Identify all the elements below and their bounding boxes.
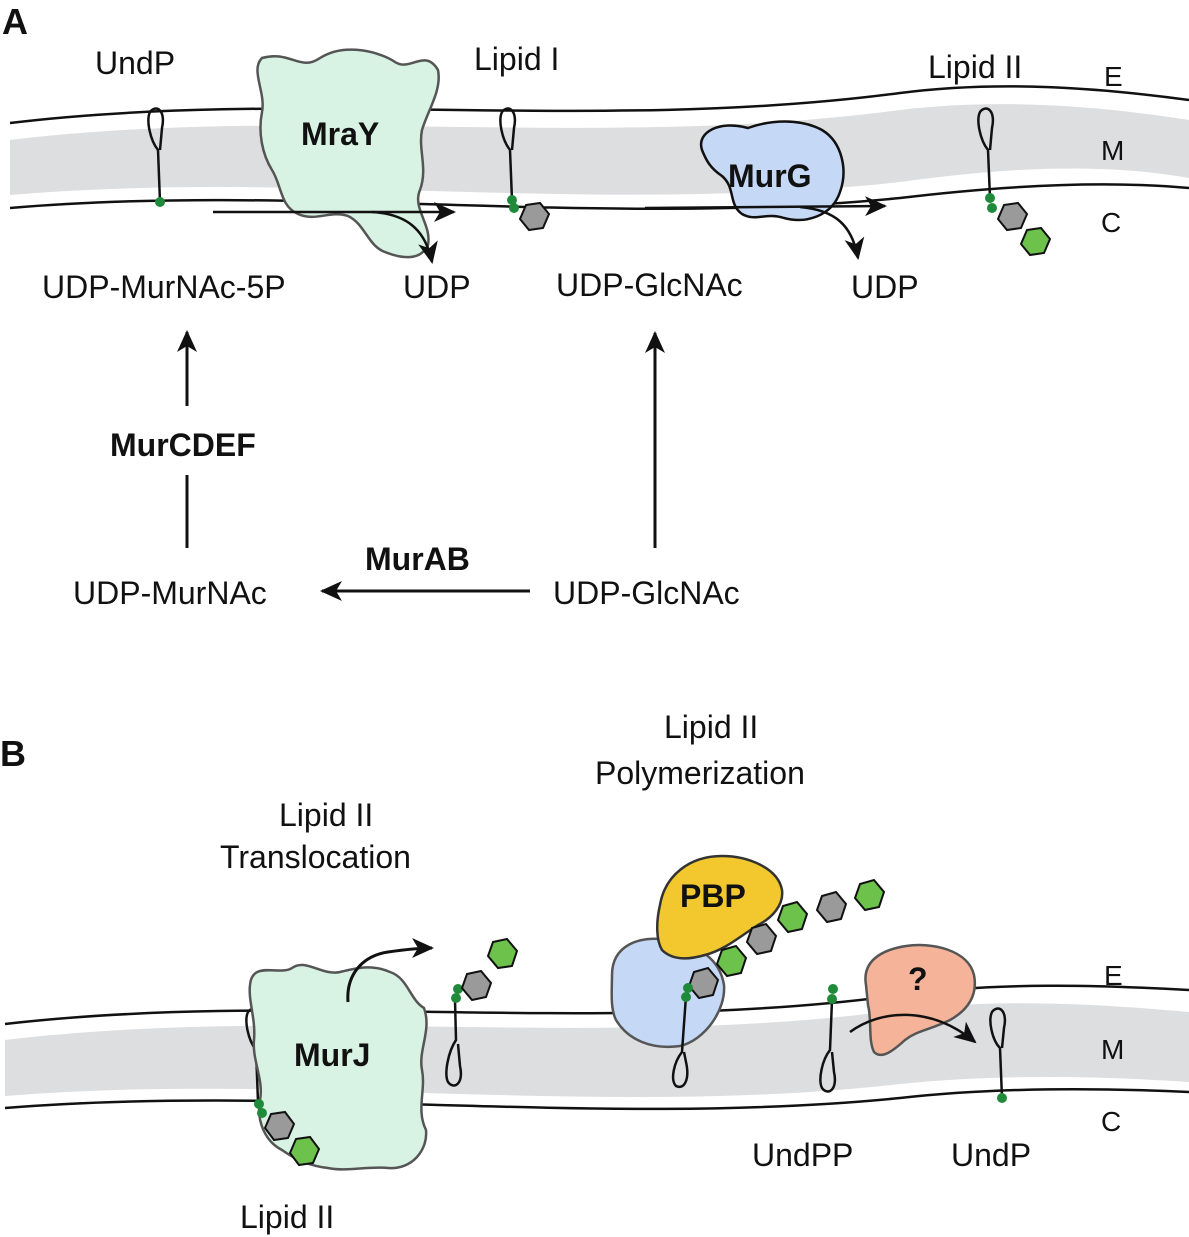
polymerizing-lipid (671, 983, 693, 1089)
glycan-chain (687, 878, 886, 1000)
side-m-label-b: M (1101, 1034, 1124, 1065)
lipid-ii (977, 107, 997, 213)
undpp-lipid (819, 984, 838, 1093)
undpp-label: UndPP (752, 1137, 853, 1173)
murg-protein (699, 120, 845, 222)
murnac-sugar (263, 1110, 296, 1142)
murcdef-label: MurCDEF (110, 427, 256, 463)
pbp-protein (656, 854, 784, 960)
mray-label: MraY (301, 116, 379, 152)
undp-label-b: UndP (951, 1137, 1031, 1173)
udp-label-1: UDP (403, 269, 471, 305)
undp-label: UndP (95, 45, 175, 81)
undp-lipid-b (989, 1007, 1007, 1103)
pbp-partner-protein (610, 937, 726, 1049)
side-c-label: C (1101, 207, 1121, 238)
lipid-i (499, 107, 519, 213)
mray-protein (256, 48, 440, 259)
murnac-sugar (460, 969, 493, 1002)
lipid-head (254, 1099, 264, 1109)
lipid-ii-label: Lipid II (928, 49, 1022, 85)
pbp-label: PBP (680, 878, 746, 914)
side-m-label: M (1101, 135, 1124, 166)
polymerization-line1: Lipid II (664, 709, 758, 745)
unknown-protein (864, 943, 977, 1057)
lipid-ii-outward (445, 984, 463, 1087)
flip-arrow (346, 938, 434, 1003)
side-e-label-b: E (1104, 960, 1123, 991)
udp-murnac-label: UDP-MurNAc (73, 575, 267, 611)
murj-label: MurJ (294, 1037, 370, 1073)
translocation-line1: Lipid II (279, 797, 373, 833)
murnac-sugar (996, 201, 1029, 232)
glcnac-sugar (1019, 226, 1052, 257)
translocation-line2: Translocation (220, 839, 411, 875)
murnac-sugar (518, 201, 551, 232)
lipid-i-label: Lipid I (474, 41, 559, 77)
lipid-head (257, 1108, 267, 1118)
panel-b-label: B (0, 733, 26, 774)
glcnac-sugar (486, 937, 519, 970)
dephosphorylation-arrow (849, 1013, 977, 1044)
udp-label-2: UDP (851, 269, 919, 305)
unknown-label: ? (908, 961, 928, 997)
udp-glcnac-bottom-label: UDP-GlcNAc (553, 575, 740, 611)
murg-reaction-arrow (644, 196, 887, 217)
membrane-a (9, 85, 1189, 210)
undp-lipid (147, 107, 165, 207)
side-e-label: E (1104, 61, 1123, 92)
murg-label: MurG (728, 158, 812, 194)
polymerization-line2: Polymerization (595, 755, 805, 791)
udp-murnac-5p-label: UDP-MurNAc-5P (42, 269, 286, 305)
panel-a-label: A (2, 1, 28, 42)
lipid-ii-bottom-label: Lipid II (240, 1199, 334, 1235)
side-c-label-b: C (1101, 1106, 1121, 1137)
murab-label: MurAB (365, 541, 470, 577)
glcnac-sugar (288, 1135, 321, 1167)
murg-udp-arrow (799, 205, 865, 260)
mray-udp-arrow (371, 210, 438, 264)
membrane-b (4, 984, 1189, 1111)
udp-glcnac-top-label: UDP-GlcNAc (556, 267, 743, 303)
